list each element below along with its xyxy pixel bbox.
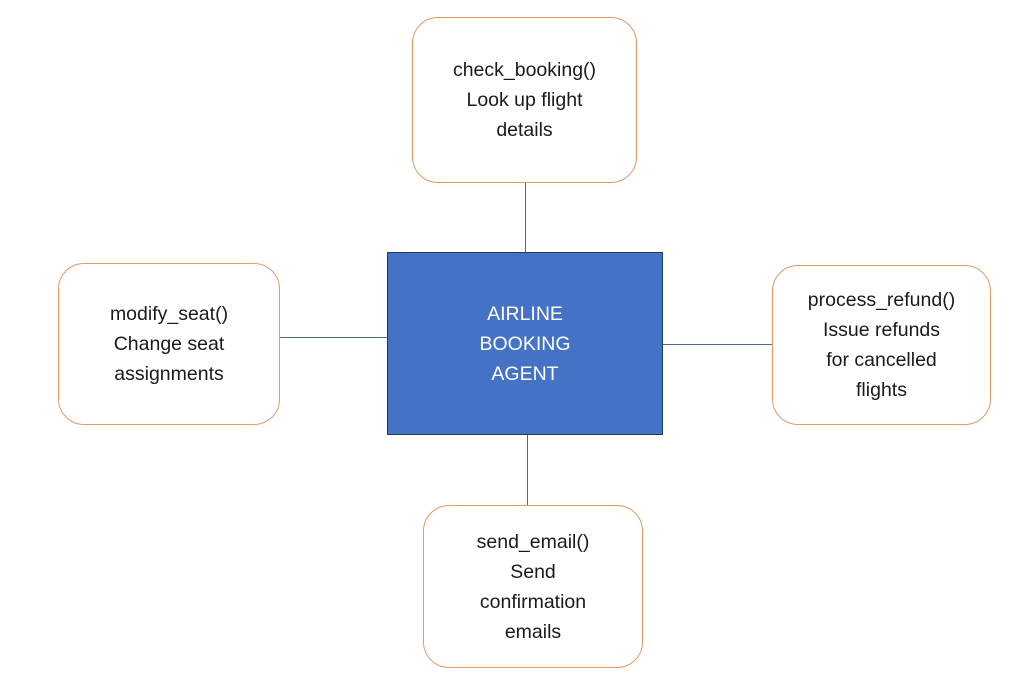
- tool-description-line: Look up flight: [466, 89, 583, 111]
- node-process-refund[interactable]: process_refund() Issue refunds for cance…: [772, 265, 991, 425]
- tool-description-line: for cancelled: [826, 349, 937, 371]
- tool-description-line: Change seat: [113, 333, 225, 355]
- tool-description-line: details: [496, 119, 553, 141]
- tool-function-name: modify_seat(): [109, 303, 229, 325]
- node-check-booking[interactable]: check_booking() Look up flight details: [412, 17, 637, 183]
- tool-description-line: flights: [856, 379, 907, 401]
- agent-label-line: BOOKING: [479, 332, 571, 355]
- tool-function-name: process_refund(): [807, 289, 956, 311]
- connector-center-to-modify-seat: [280, 337, 387, 339]
- tool-description-line: assignments: [114, 363, 224, 385]
- tool-function-name: check_booking(): [452, 59, 597, 81]
- connector-center-to-process-refund: [663, 344, 772, 346]
- tool-description-line: emails: [504, 620, 562, 643]
- node-send-email[interactable]: send_email() Send confirmation emails: [423, 505, 643, 668]
- node-airline-booking-agent[interactable]: AIRLINE BOOKING AGENT: [387, 252, 663, 435]
- connector-center-to-send-email: [527, 435, 529, 505]
- node-modify-seat[interactable]: modify_seat() Change seat assignments: [58, 263, 280, 425]
- connector-center-to-check-booking: [525, 183, 527, 252]
- agent-label-line: AIRLINE: [487, 302, 563, 325]
- tool-description-line: Send: [510, 560, 556, 583]
- tool-function-name: send_email(): [476, 530, 590, 553]
- agent-label-line: AGENT: [491, 362, 559, 385]
- tool-description-line: confirmation: [479, 590, 587, 613]
- tool-description-line: Issue refunds: [822, 319, 941, 341]
